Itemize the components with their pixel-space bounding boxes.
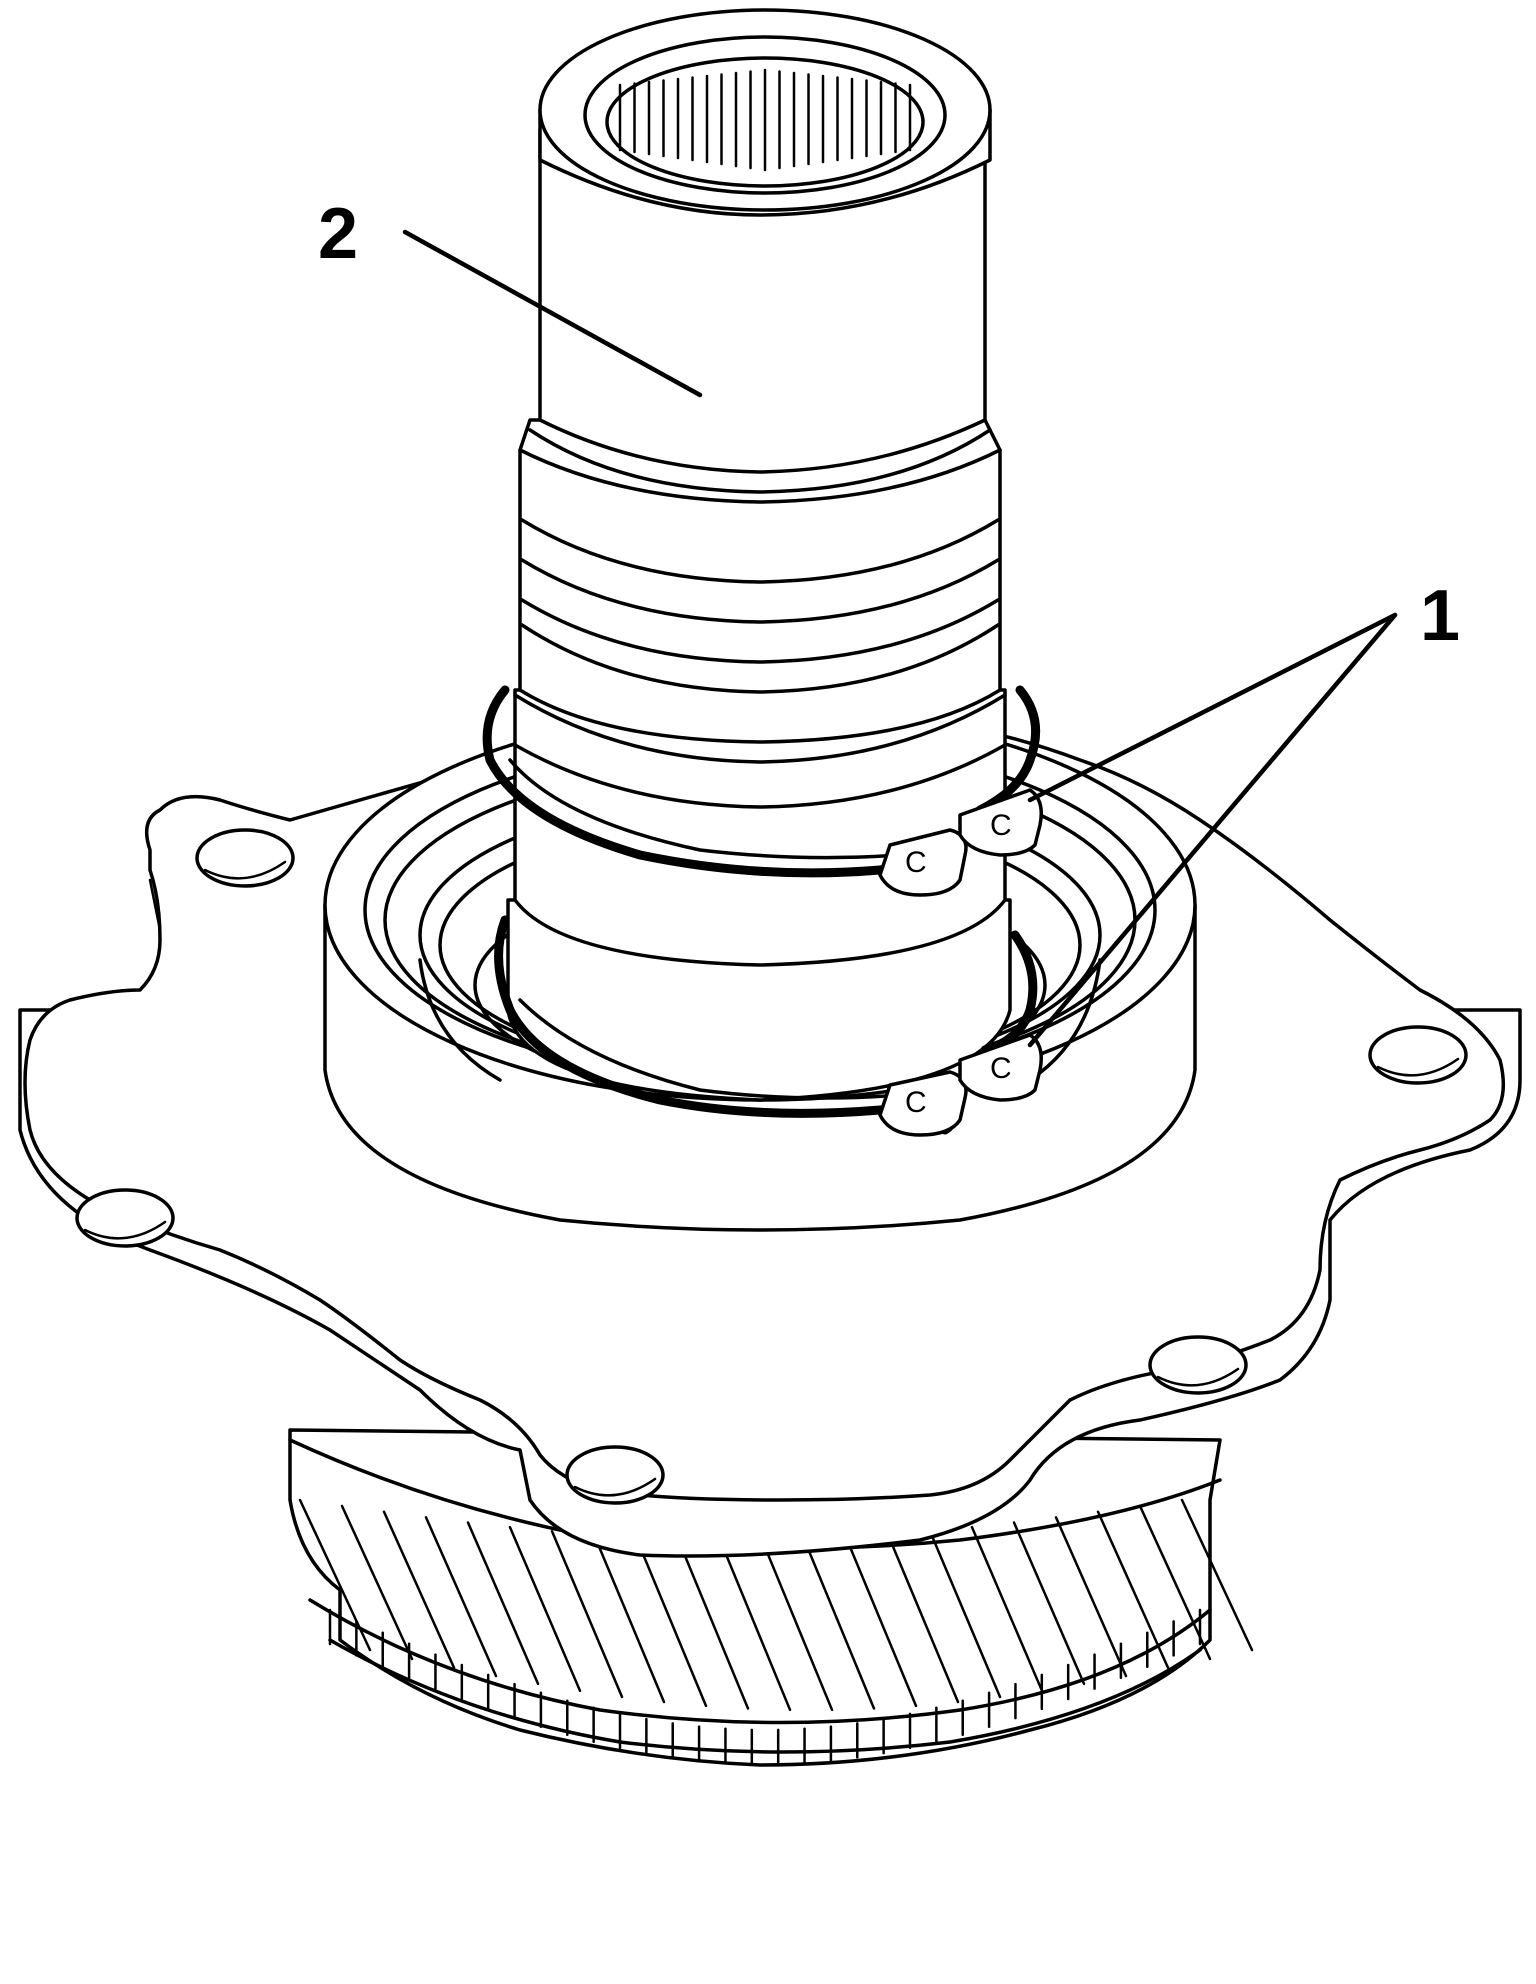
gear-tooth [1180,1498,1254,1652]
leader-line-1a [1027,612,1398,803]
shaft-sleeve [506,8,1012,1102]
upper-ring-lug-right: C [958,788,1043,857]
gear-tooth [928,1530,1002,1699]
gear-tooth [1138,1504,1212,1661]
gear-tooth [634,1535,708,1708]
gear-tooth [298,1498,372,1652]
gear-tooth [760,1538,834,1712]
ring-marking: C [905,1086,927,1119]
gear-tooth [508,1525,582,1693]
leader-line-2 [402,229,703,398]
bolt-hole-4 [1148,1335,1248,1395]
gear-tooth [424,1516,498,1678]
callout-2: 2 [318,194,703,398]
ring-marking: C [990,809,1012,842]
bolt-hole-5 [1368,1025,1468,1085]
bolt-hole-1 [195,828,295,888]
ring-marking: C [990,1052,1012,1085]
gear-tooth [1054,1516,1128,1678]
gear-tooth [592,1533,666,1704]
callout-1: 1 [1027,576,1460,1048]
gear-tooth [466,1521,540,1686]
gear-tooth [970,1525,1044,1693]
bolt-holes [75,828,1468,1505]
callout-label-2: 2 [318,194,358,274]
leader-line-1b [1027,612,1398,1048]
gear-tooth [676,1537,750,1710]
bolt-hole-3 [565,1445,665,1505]
gear-tooth [1096,1510,1170,1669]
gear-tooth [382,1510,456,1669]
gear-tooth [802,1537,876,1710]
gear-tooth [1012,1521,1086,1686]
gear-tooth [550,1530,624,1699]
gear-tooth [844,1535,918,1708]
bolt-hole-2 [75,1188,175,1248]
gear-tooth [340,1504,414,1661]
gear-tooth [718,1538,792,1712]
callout-label-1: 1 [1420,576,1460,656]
upper-snap-ring: C C [482,685,1043,897]
lower-ring-lug-right: C [958,1033,1043,1102]
ring-marking: C [905,846,927,879]
lower-snap-ring: C C [494,915,1043,1137]
gear-tooth [886,1533,960,1704]
